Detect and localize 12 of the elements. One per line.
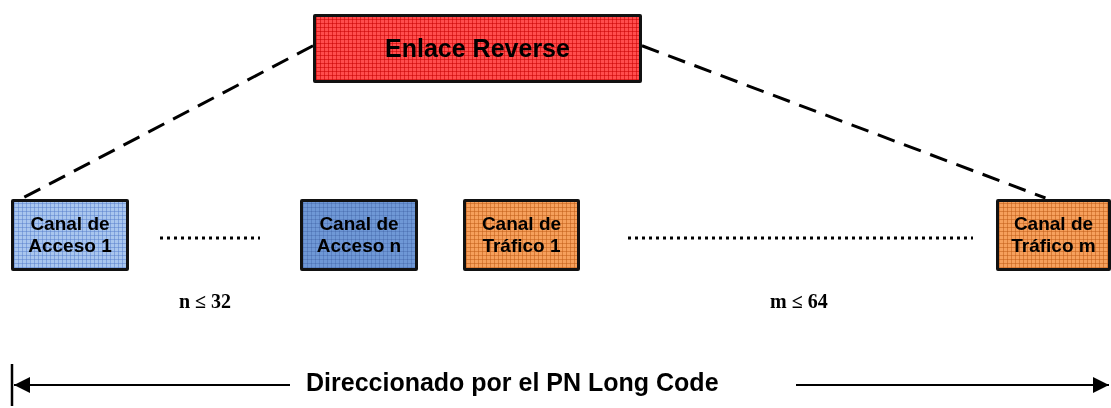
dashed-line — [641, 44, 1046, 200]
node-label: Canal de Tráfico 1 — [480, 213, 563, 257]
node-label: Canal de Acceso n — [315, 213, 403, 257]
node-label: Canal de Tráfico m — [1010, 213, 1097, 257]
node-label: Enlace Reverse — [385, 34, 570, 63]
channel-box — [300, 199, 418, 271]
node-label: Canal de Acceso 1 — [27, 213, 113, 257]
channel-box — [11, 199, 129, 271]
channel-box — [463, 199, 580, 271]
channel-box — [996, 199, 1111, 271]
dashed-line — [22, 44, 314, 200]
link-box — [313, 14, 642, 83]
